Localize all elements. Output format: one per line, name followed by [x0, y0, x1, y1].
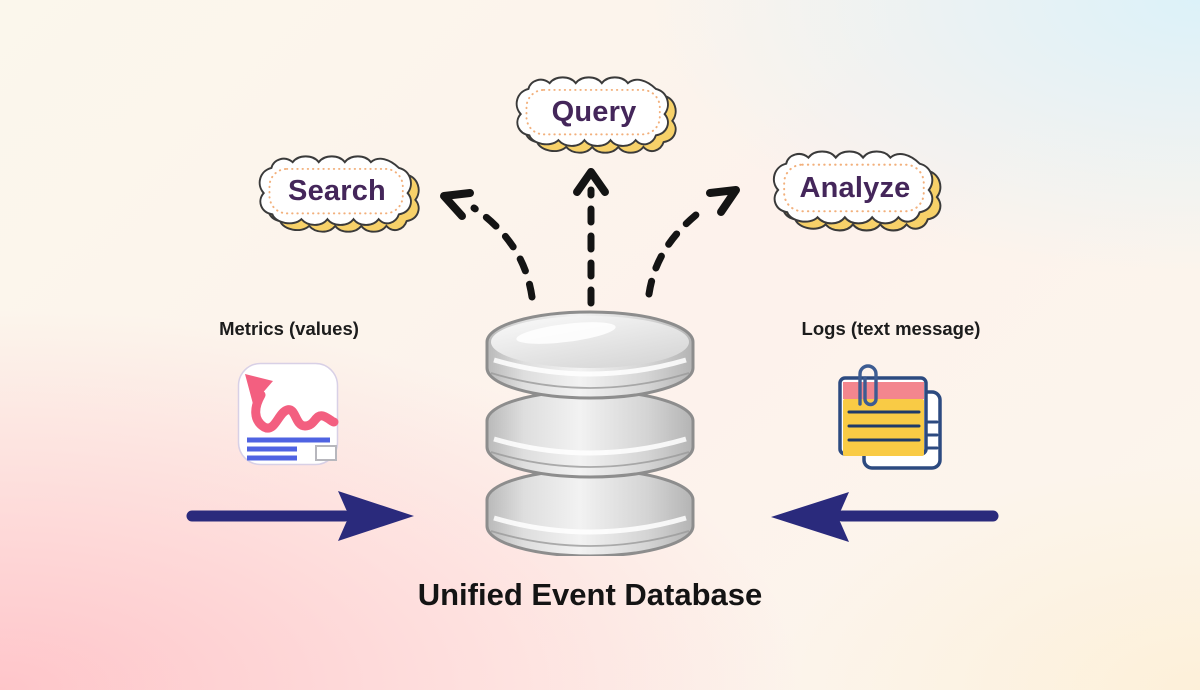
- metrics-chart-icon: [237, 362, 339, 466]
- cloud-bubble-icon: [258, 155, 420, 233]
- logs-ingest-arrow-icon: [771, 492, 999, 542]
- diagram-title: Unified Event Database: [417, 577, 763, 612]
- metrics-ingest-arrow-icon: [186, 491, 414, 541]
- cloud-query: Query: [512, 72, 682, 160]
- metrics-source-label: Metrics (values): [219, 318, 359, 339]
- cloud-query-label: Query: [551, 95, 637, 128]
- cloud-search: Search: [255, 151, 425, 239]
- cloud-bubble-icon: [772, 150, 942, 232]
- cloud-bubble-icon: [515, 76, 677, 154]
- query-dashed-arrow-icon: [573, 168, 609, 307]
- cloud-analyze: Analyze: [769, 147, 947, 237]
- analyze-dashed-arrow-icon: [645, 186, 740, 298]
- cloud-search-label: Search: [288, 174, 386, 207]
- search-dashed-arrow-icon: [440, 189, 536, 301]
- logs-source-label: Logs (text message): [801, 318, 981, 339]
- database-cylinder-icon: [484, 310, 696, 556]
- cloud-analyze-label: Analyze: [799, 171, 911, 204]
- logs-note-icon: [838, 364, 942, 470]
